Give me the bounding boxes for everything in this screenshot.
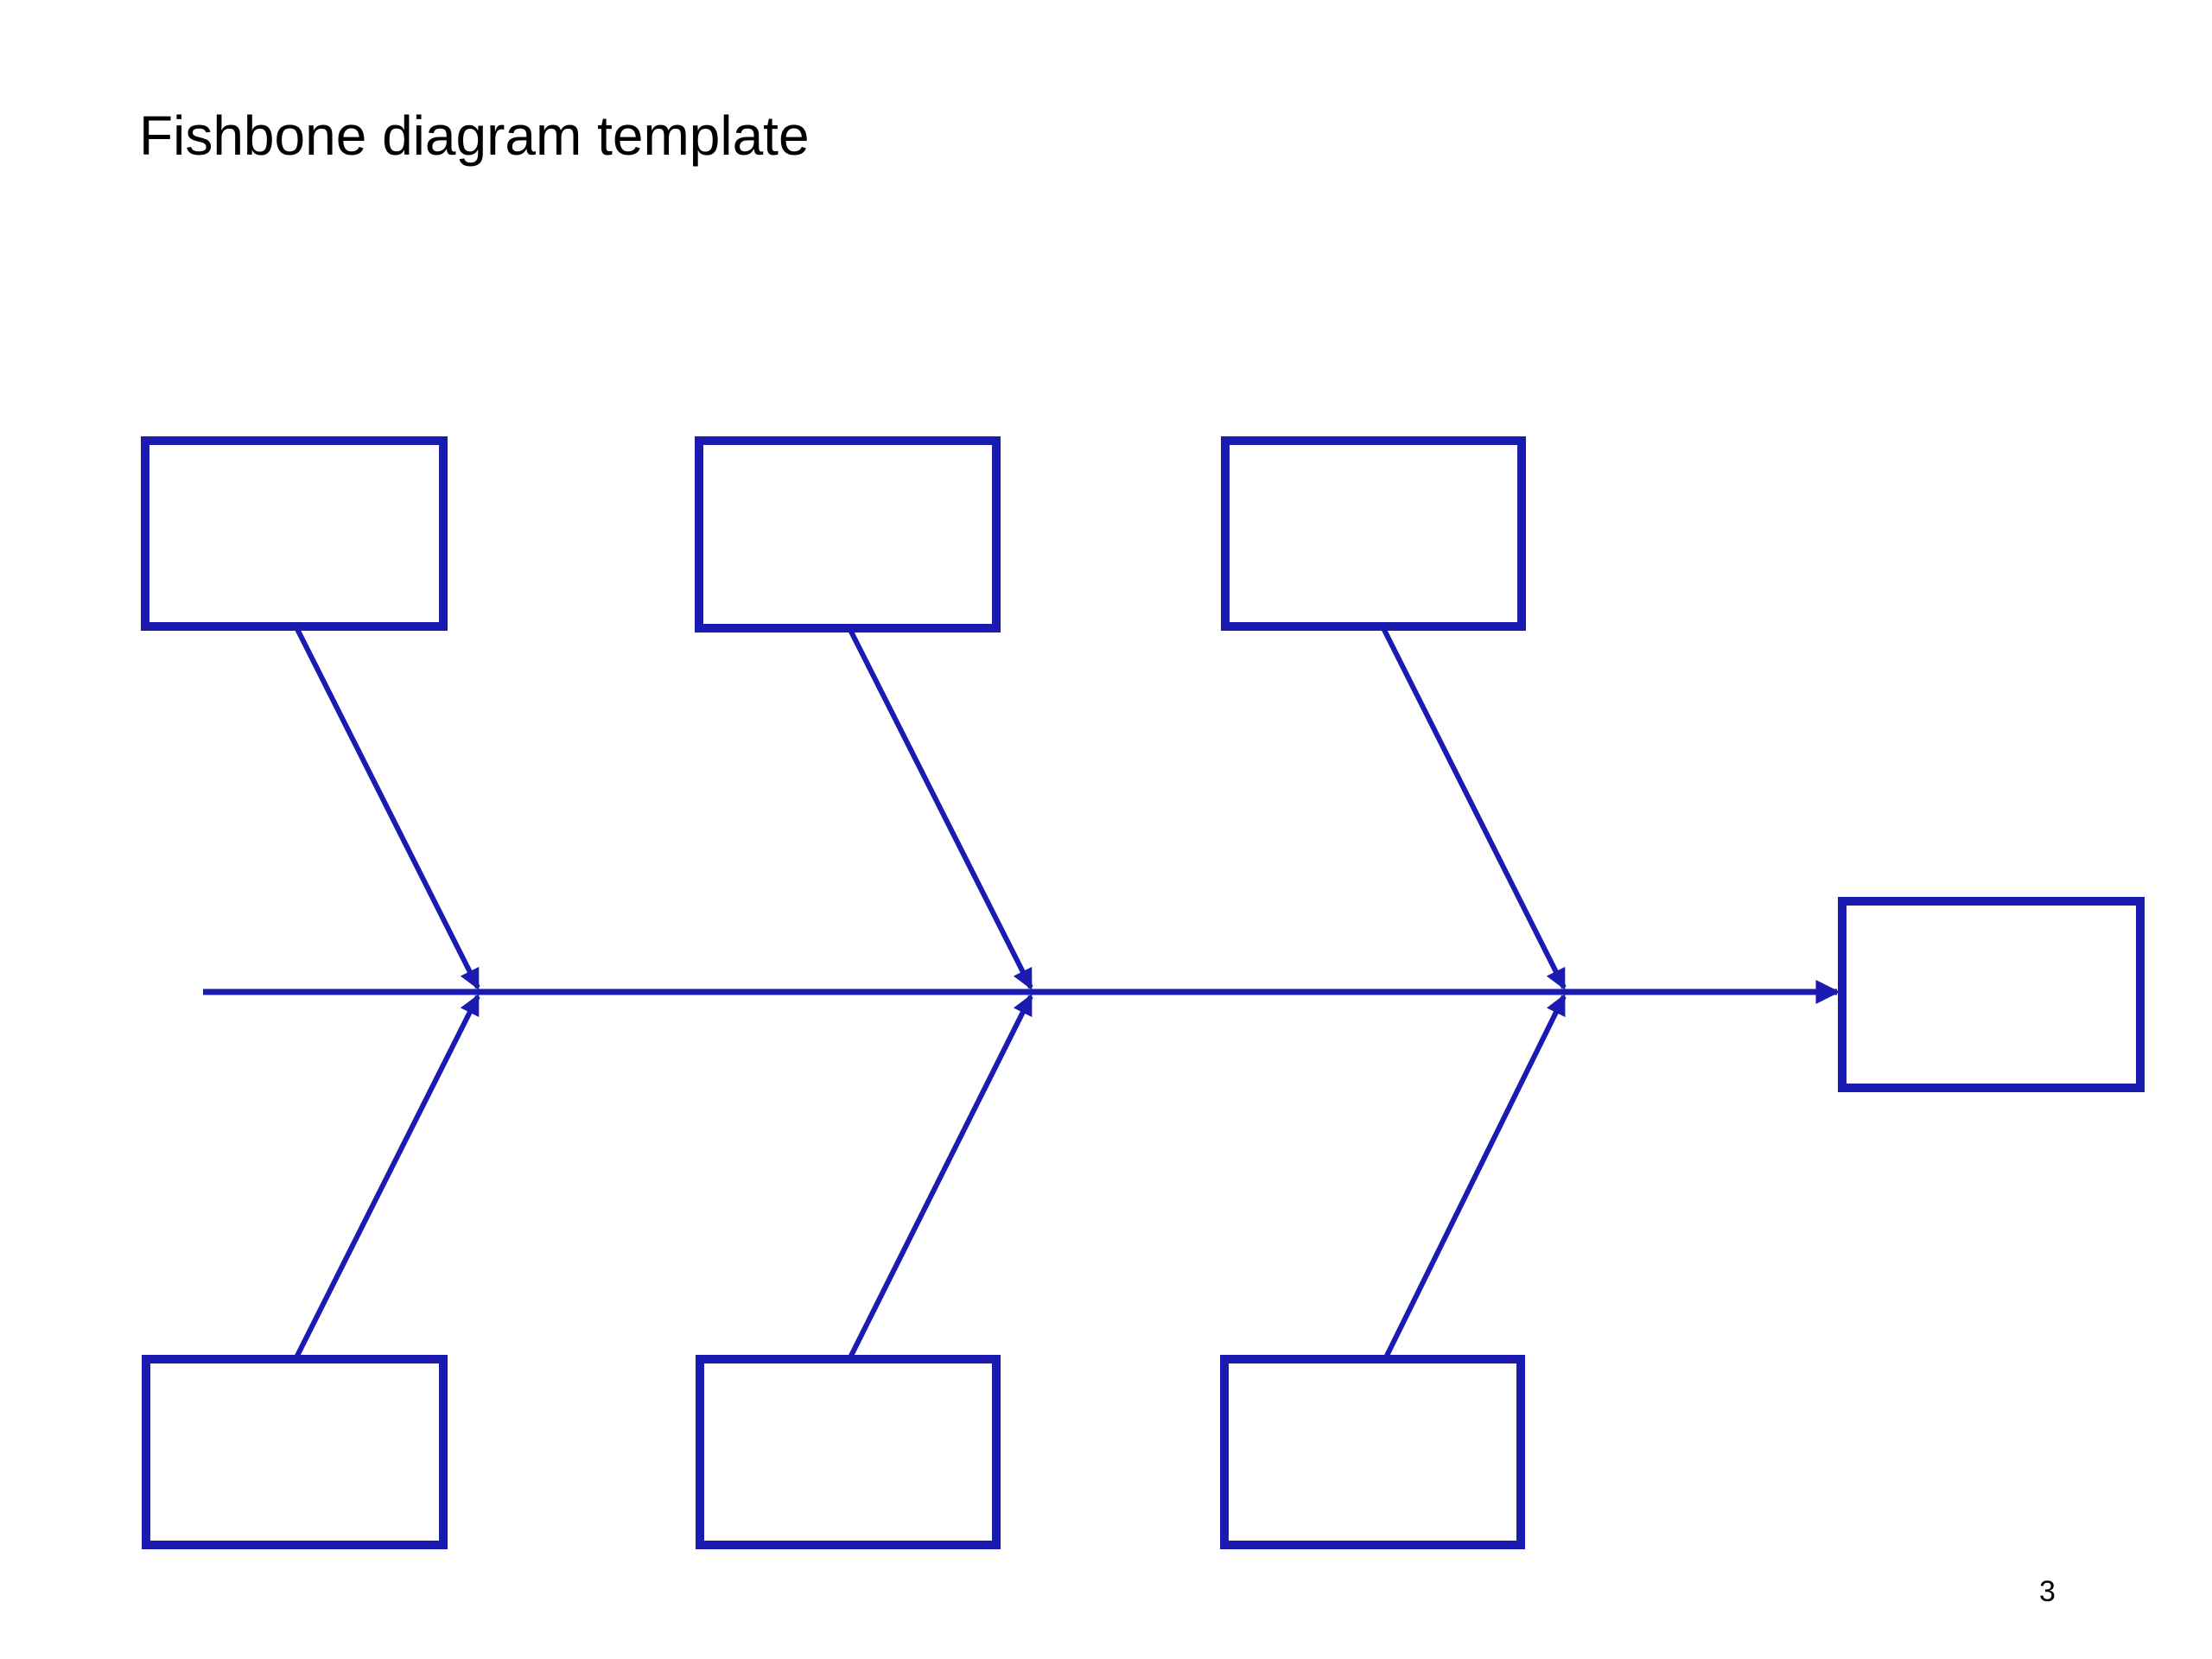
cause-box-top-3 xyxy=(1221,436,1526,631)
branch-arrow-bottom-2 xyxy=(847,994,1033,1361)
cause-box-bottom-3 xyxy=(1220,1355,1525,1549)
branch-arrow-top-1 xyxy=(294,626,480,990)
cause-box-top-2 xyxy=(695,436,1001,632)
branch-arrow-bottom-3 xyxy=(1382,994,1567,1361)
branch-arrow-top-2 xyxy=(847,626,1033,990)
page-number: 3 xyxy=(2039,1575,2056,1608)
slide-title: Fishbone diagram template xyxy=(139,105,810,167)
cause-box-bottom-2 xyxy=(696,1355,1001,1549)
cause-box-top-1 xyxy=(141,436,448,631)
branch-arrow-top-3 xyxy=(1380,625,1567,990)
branch-arrow-bottom-1 xyxy=(293,994,480,1361)
cause-box-bottom-1 xyxy=(142,1355,448,1549)
effect-box xyxy=(1838,897,2145,1092)
